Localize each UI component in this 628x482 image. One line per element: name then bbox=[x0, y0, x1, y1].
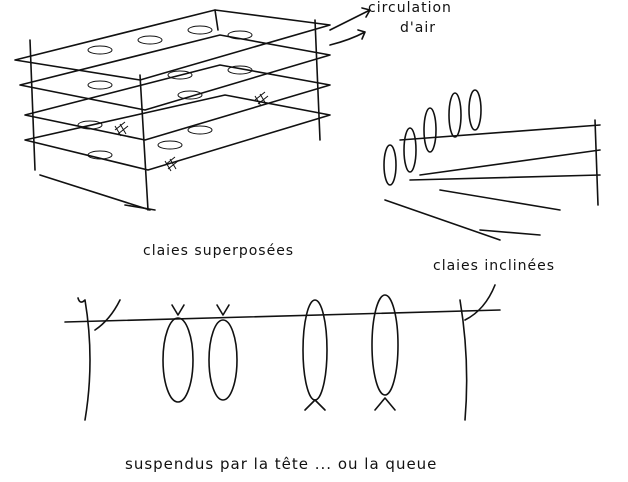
air-circulation-label-line1: circulation bbox=[368, 0, 452, 16]
hanging-label: suspendus par la tête ... ou la queue bbox=[125, 455, 438, 473]
stacked-racks-drawing bbox=[14, 7, 371, 211]
stacked-racks-label: claies superposées bbox=[143, 243, 295, 259]
hanging-fish-drawing bbox=[64, 284, 501, 421]
inclined-racks-drawing bbox=[383, 89, 601, 241]
inclined-racks-label: claies inclinées bbox=[433, 258, 556, 274]
air-circulation-label-line2: d'air bbox=[400, 20, 436, 36]
